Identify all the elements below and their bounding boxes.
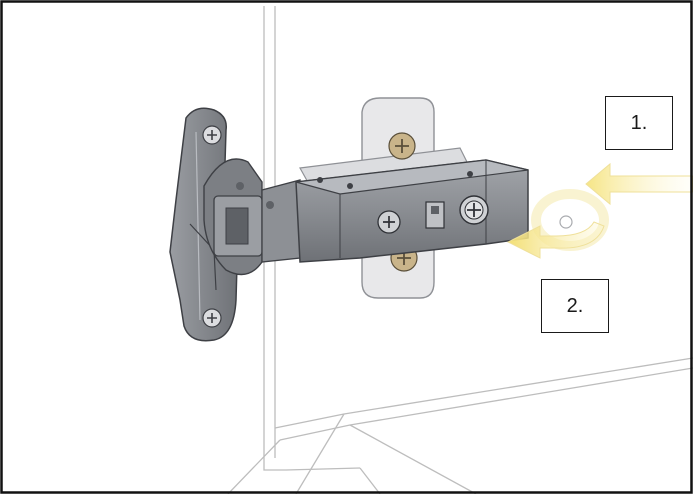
hinge-cup bbox=[203, 158, 301, 276]
step-2-callout: 2. bbox=[541, 279, 609, 333]
phillips-screw-icon bbox=[202, 308, 222, 328]
adjustment-screw-icon bbox=[459, 195, 489, 225]
hinge-arm bbox=[295, 159, 529, 263]
adjustment-screw-icon bbox=[377, 210, 401, 234]
step-2-label: 2. bbox=[566, 294, 584, 317]
phillips-screw-icon bbox=[202, 125, 222, 145]
step-1-callout: 1. bbox=[605, 96, 673, 150]
step-1-label: 1. bbox=[630, 111, 648, 134]
arrow-push-in-icon bbox=[585, 162, 693, 206]
cabinet-outline bbox=[227, 6, 693, 495]
phillips-screw-icon bbox=[388, 132, 416, 160]
arrow-rotate-icon bbox=[506, 189, 609, 259]
